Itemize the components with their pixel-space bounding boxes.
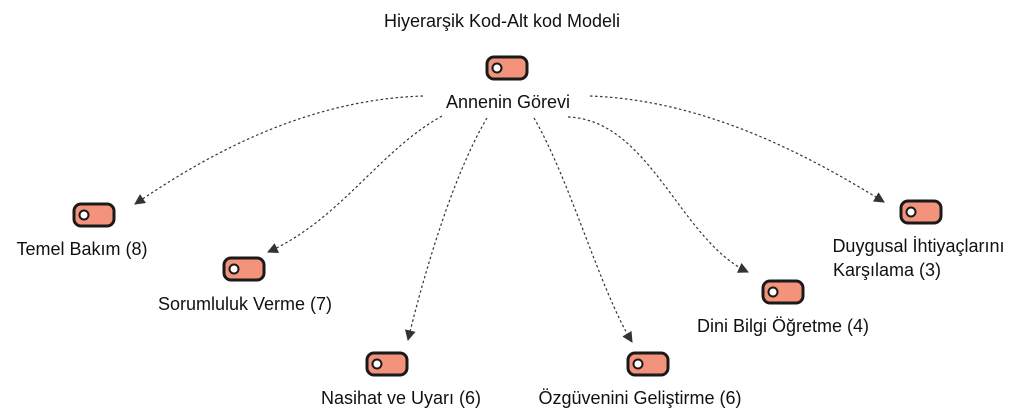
root-node[interactable]: Annenin Görevi (446, 55, 570, 112)
edges (134, 95, 885, 343)
node-nasihat-ve-uyari-label: Nasihat ve Uyarı (6) (321, 388, 481, 408)
node-temel-bakim[interactable]: Temel Bakım (8) (16, 202, 148, 259)
edge-dini-bilgi-ogretme (567, 116, 749, 273)
node-ozguvenini-gelistirme[interactable]: Özgüvenini Geliştirme (6) (538, 351, 742, 408)
code-tag-icon (72, 202, 116, 228)
code-tag-icon (626, 351, 670, 377)
node-sorumluluk-verme-label: Sorumluluk Verme (7) (158, 294, 332, 314)
code-tag-icon (485, 55, 529, 81)
edge-temel-bakim (134, 95, 424, 205)
code-tag-icon (222, 256, 266, 282)
root-node-label: Annenin Görevi (446, 92, 570, 112)
node-dini-bilgi-ogretme[interactable]: Dini Bilgi Öğretme (4) (697, 279, 869, 336)
node-ozguvenini-gelistirme-label: Özgüvenini Geliştirme (6) (538, 388, 741, 408)
code-tag-icon (899, 199, 943, 225)
node-sorumluluk-verme[interactable]: Sorumluluk Verme (7) (158, 256, 332, 314)
edge-ozguvenini-gelistirme (533, 117, 633, 343)
node-temel-bakim-label: Temel Bakım (8) (16, 239, 147, 259)
node-dini-bilgi-ogretme-label: Dini Bilgi Öğretme (4) (697, 316, 869, 336)
edge-nasihat-ve-uyari (405, 117, 488, 342)
node-duygusal-ihtiyaclari-label-line1: Duygusal İhtiyaçlarını (832, 236, 1004, 256)
node-duygusal-ihtiyaclari[interactable]: Duygusal İhtiyaçlarını Karşılama (3) (832, 199, 1009, 280)
node-duygusal-ihtiyaclari-label: Duygusal İhtiyaçlarını Karşılama (3) (832, 236, 1009, 280)
diagram-title: Hiyerarşik Kod-Alt kod Modeli (384, 11, 620, 31)
node-duygusal-ihtiyaclari-label-line2: Karşılama (3) (833, 260, 941, 280)
node-nasihat-ve-uyari[interactable]: Nasihat ve Uyarı (6) (321, 351, 481, 408)
code-tag-icon (761, 279, 805, 305)
edge-sorumluluk-verme (267, 115, 443, 253)
edge-duygusal-ihtiyaclari (589, 95, 885, 203)
code-tag-icon (365, 351, 409, 377)
